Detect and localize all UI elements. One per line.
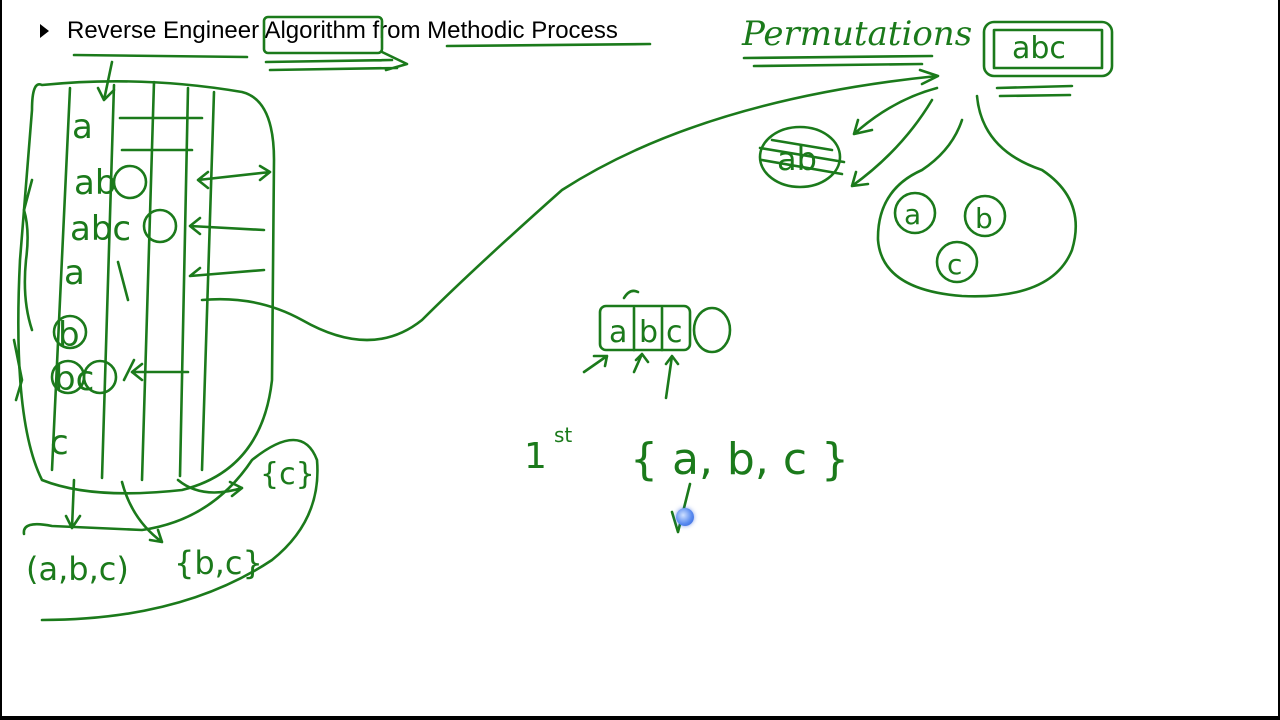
- set-expression: 1 st { a, b, c }: [524, 423, 849, 534]
- array-cell-a: a: [609, 315, 627, 350]
- slide-title: Reverse Engineer Algorithm from Methodic…: [67, 17, 618, 44]
- circled-nodes: a b c: [893, 191, 1007, 284]
- root-node-label: abc: [1012, 31, 1066, 66]
- node-a-label: a: [904, 198, 921, 231]
- left-row-7: c: [50, 423, 69, 463]
- title-annotations: [72, 15, 652, 72]
- node-b-label: b: [975, 202, 993, 235]
- left-row-5: b: [58, 315, 80, 355]
- array-cell-b: b: [639, 315, 658, 350]
- set-c: {c}: [260, 457, 315, 492]
- crossed-node: ab: [758, 125, 846, 189]
- left-row-2: ab: [74, 163, 116, 203]
- bottom-sets: (a,b,c) {b,c} {c}: [22, 438, 319, 622]
- left-row-1: a: [72, 107, 93, 147]
- permutations-heading: Permutations: [741, 14, 972, 54]
- left-row-3: abc: [70, 209, 131, 249]
- left-row-6: bc: [54, 359, 94, 399]
- ordinal-label: 1: [524, 436, 547, 477]
- left-column-diagram: a ab abc a b bc c: [12, 60, 276, 495]
- bullet-row: Reverse Engineer Algorithm from Methodic…: [40, 14, 618, 48]
- pen-cursor-icon: [676, 508, 694, 526]
- set-b-c: {b,c}: [174, 544, 263, 582]
- node-c-label: c: [947, 248, 962, 281]
- ordinal-suffix: st: [554, 423, 572, 447]
- root-node: abc: [982, 20, 1114, 98]
- left-row-4: a: [64, 253, 85, 293]
- set-a-b-c: (a,b,c): [26, 550, 129, 588]
- set-abc: { a, b, c }: [630, 434, 849, 485]
- bullet-arrow-icon: [40, 24, 49, 38]
- array-cell-c: c: [666, 315, 683, 350]
- array-cells: a b c: [582, 289, 732, 400]
